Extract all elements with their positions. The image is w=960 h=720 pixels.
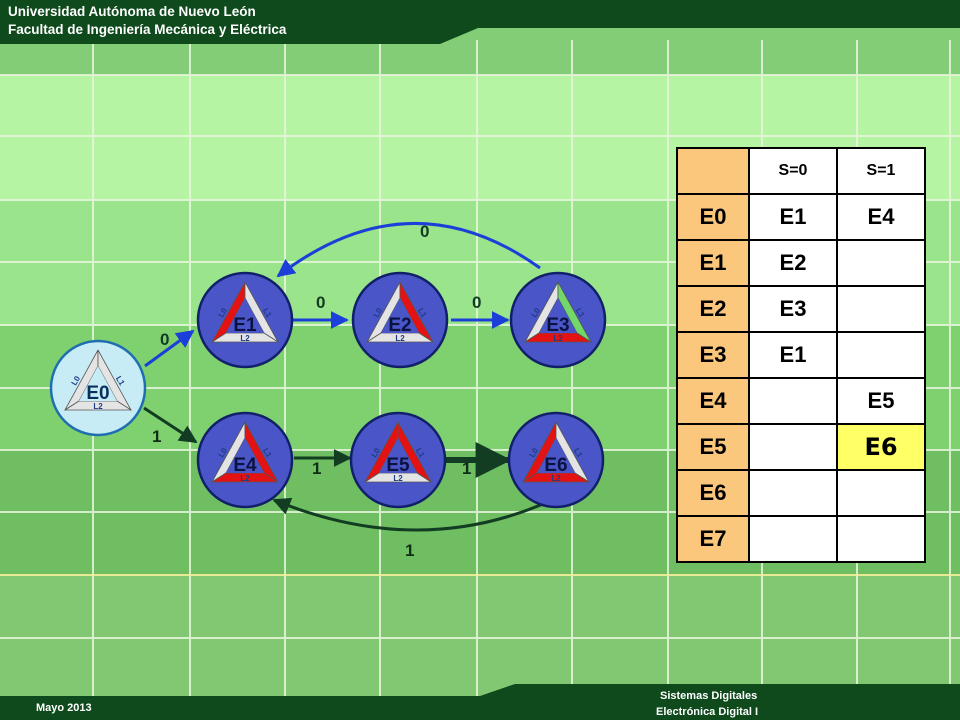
transition-e0-e4 bbox=[143, 406, 198, 444]
row-state: E5 bbox=[676, 423, 750, 471]
table-header-s1: S=1 bbox=[836, 147, 926, 195]
table-row: E0 E1 E4 bbox=[676, 193, 926, 241]
next-state-s0: E1 bbox=[748, 193, 838, 241]
transition-e0-e1 bbox=[144, 329, 195, 368]
row-state: E6 bbox=[676, 469, 750, 517]
transition-e6-e4 bbox=[272, 497, 553, 532]
state-transition-table: S=0 S=1 E0 E1 E4 E1 E2 E2 E3 E3 E1 E4 E5… bbox=[676, 147, 926, 563]
side-label-l2: L2 bbox=[395, 334, 405, 343]
next-state-s1 bbox=[836, 239, 926, 287]
label-e5-e6: 1 bbox=[462, 459, 471, 478]
table-row: E4 E5 bbox=[676, 377, 926, 425]
next-state-s0 bbox=[748, 469, 838, 517]
triangle-center bbox=[381, 298, 419, 333]
label-e6-e4: 1 bbox=[405, 541, 414, 560]
row-state: E1 bbox=[676, 239, 750, 287]
transition-e3-e1 bbox=[276, 222, 541, 278]
table-header-s0: S=0 bbox=[748, 147, 838, 195]
next-state-s0 bbox=[748, 423, 838, 471]
next-state-s0 bbox=[748, 515, 838, 563]
next-state-s1: E4 bbox=[836, 193, 926, 241]
next-state-s0: E1 bbox=[748, 331, 838, 379]
table-row: E1 E2 bbox=[676, 239, 926, 287]
table-row: E6 bbox=[676, 469, 926, 517]
table-row: E3 E1 bbox=[676, 331, 926, 379]
table-row: E7 bbox=[676, 515, 926, 563]
triangle-center bbox=[226, 298, 264, 333]
header-faculty: Facultad de Ingeniería Mecánica y Eléctr… bbox=[8, 22, 287, 37]
row-state: E3 bbox=[676, 331, 750, 379]
state-label: E5 bbox=[386, 455, 410, 476]
next-state-s1 bbox=[836, 331, 926, 379]
label-e2-e3: 0 bbox=[472, 293, 481, 312]
side-label-l2: L2 bbox=[393, 474, 403, 483]
state-label: E4 bbox=[233, 455, 257, 476]
side-label-l2: L2 bbox=[553, 334, 563, 343]
label-e1-e2: 0 bbox=[316, 293, 325, 312]
side-label-l2: L2 bbox=[240, 474, 250, 483]
footer-course-line2: Electrónica Digital I bbox=[656, 706, 759, 718]
triangle-center bbox=[79, 366, 117, 401]
triangle-center bbox=[539, 298, 577, 333]
state-label: E0 bbox=[86, 383, 109, 404]
label-e3-e1: 0 bbox=[420, 222, 429, 241]
triangle-center bbox=[537, 438, 575, 473]
table-header-row: S=0 S=1 bbox=[676, 147, 926, 195]
state-label: E2 bbox=[388, 315, 411, 336]
row-state: E2 bbox=[676, 285, 750, 333]
transition-arrows bbox=[143, 222, 553, 532]
next-state-s1 bbox=[836, 469, 926, 517]
next-state-s1: E5 bbox=[836, 377, 926, 425]
row-state: E4 bbox=[676, 377, 750, 425]
next-state-s1-highlighted: E6 bbox=[836, 423, 926, 471]
next-state-s1 bbox=[836, 285, 926, 333]
header-university: Universidad Autónoma de Nuevo León bbox=[8, 4, 256, 19]
next-state-s0: E3 bbox=[748, 285, 838, 333]
next-state-s0: E2 bbox=[748, 239, 838, 287]
next-state-s0 bbox=[748, 377, 838, 425]
state-label: E3 bbox=[546, 315, 569, 336]
footer-date: Mayo 2013 bbox=[36, 702, 92, 714]
state-label: E1 bbox=[233, 315, 257, 336]
label-e4-e5: 1 bbox=[312, 459, 321, 478]
row-state: E0 bbox=[676, 193, 750, 241]
footer-course-line1: Sistemas Digitales bbox=[660, 690, 758, 702]
side-label-l2: L2 bbox=[240, 334, 250, 343]
row-state: E7 bbox=[676, 515, 750, 563]
table-header-corner bbox=[676, 147, 750, 195]
state-label: E6 bbox=[544, 455, 567, 476]
side-label-l2: L2 bbox=[93, 402, 103, 411]
next-state-s1 bbox=[836, 515, 926, 563]
side-label-l2: L2 bbox=[551, 474, 561, 483]
table-row: E5 E6 bbox=[676, 423, 926, 471]
table-row: E2 E3 bbox=[676, 285, 926, 333]
triangle-center bbox=[379, 438, 417, 473]
label-e0-e4: 1 bbox=[152, 427, 161, 446]
triangle-center bbox=[226, 438, 264, 473]
label-e0-e1: 0 bbox=[160, 330, 169, 349]
